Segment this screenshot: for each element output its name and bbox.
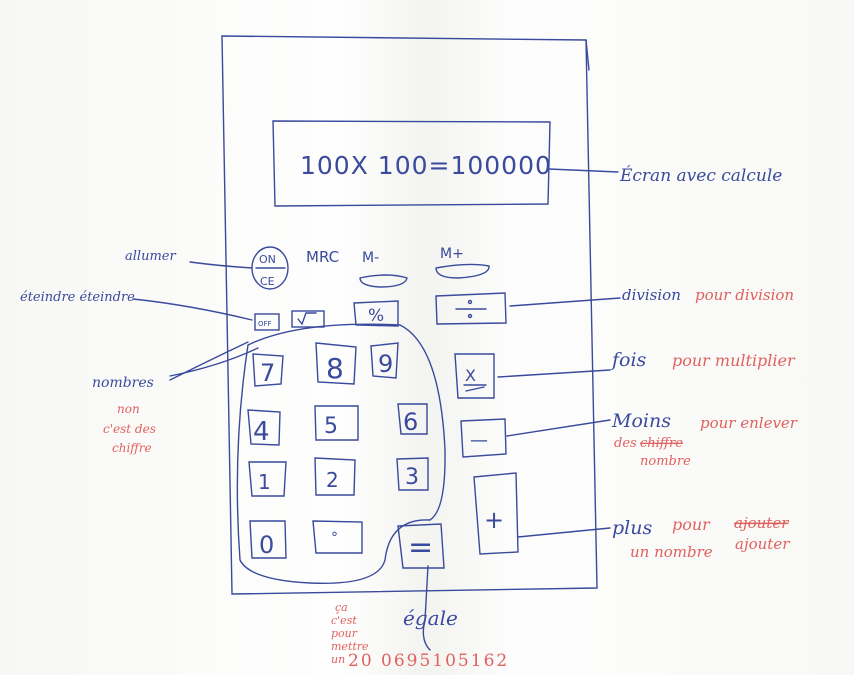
eteindre-annotation: éteindre éteindre [20, 290, 135, 305]
moins-correction-nombre: nombre [640, 454, 691, 469]
division-correction: pour division [695, 286, 794, 304]
minus-key[interactable] [460, 418, 507, 458]
equals-label: = [408, 530, 433, 565]
plus-correction-nombre: un nombre [630, 543, 713, 561]
plus-leader-line [517, 527, 611, 538]
allumer-annotation: allumer [125, 249, 176, 264]
key-1[interactable] [248, 461, 287, 497]
display-screen [272, 120, 551, 207]
digit-6-label: 6 [403, 408, 418, 436]
eteindre-leader-line [132, 298, 253, 321]
digit-4-label: 4 [253, 417, 270, 447]
nombres-correction-line-1: non [117, 402, 140, 416]
percent-label: % [368, 306, 384, 326]
calculator-body [221, 35, 598, 595]
off-key[interactable] [254, 313, 280, 331]
egale-correction-line-3: pour [331, 627, 358, 640]
key-6[interactable] [397, 403, 428, 435]
mrc-label: MRC [306, 248, 339, 266]
plus-correction-ajouter: ajouter [735, 535, 790, 553]
fois-leader-line [497, 369, 611, 378]
percent-key[interactable] [353, 300, 399, 327]
moins-correction-strike: chiffre [640, 436, 683, 451]
allumer-leader-line [189, 261, 253, 269]
minus-label: — [470, 430, 488, 451]
moins-annotation: Moins [611, 410, 671, 432]
m-plus-label: M+ [440, 246, 464, 262]
key-4[interactable] [247, 409, 281, 446]
fois-annotation: fois [610, 349, 647, 371]
digit-2-label: 2 [326, 468, 339, 492]
numbers-group-outline [236, 323, 446, 585]
digit-decimal-label: ° [331, 530, 338, 546]
division-annotation: division [622, 286, 681, 304]
fois-correction: pour multiplier [672, 351, 796, 370]
digit-8-label: 8 [326, 352, 344, 385]
key-2[interactable] [314, 457, 356, 496]
nombres-annotation: nombres [92, 375, 154, 391]
egale-correction-line-4: mettre [331, 640, 369, 653]
egale-annotation: égale [403, 606, 458, 630]
egale-correction-line-2: c'est [331, 614, 357, 627]
moins-correction-des: des [614, 436, 637, 451]
key-5[interactable] [314, 405, 359, 441]
m-plus-key[interactable] [435, 263, 490, 279]
egale-correction-line-5: un [331, 653, 345, 666]
multiply-label: X [465, 366, 476, 385]
key-8[interactable] [315, 342, 357, 385]
plus-correction: pour [672, 515, 711, 534]
plus-label: + [484, 506, 504, 534]
key-0[interactable] [249, 520, 287, 559]
on-label: ON [259, 253, 276, 266]
digit-7-label: 7 [260, 359, 275, 387]
key-equals[interactable] [397, 523, 445, 569]
moins-leader-line [506, 419, 611, 437]
nombres-correction-line-2: c'est des [103, 422, 156, 436]
nombres-leader-line [169, 347, 259, 377]
plus-correction-strike: ajouter [734, 514, 789, 532]
digit-9-label: 9 [378, 350, 393, 378]
digit-1-label: 1 [258, 470, 271, 494]
key-3[interactable] [396, 457, 429, 491]
moins-correction: pour enlever [700, 414, 798, 432]
digit-0-label: 0 [259, 531, 274, 559]
egale-correction-line-1: ça [335, 601, 348, 614]
multiply-key[interactable] [454, 353, 495, 399]
off-label: OFF [258, 320, 272, 328]
sqrt-key[interactable] [291, 310, 325, 328]
display-text: 100X 100=100000 [300, 151, 552, 180]
plus-key[interactable] [473, 472, 519, 555]
nombres-correction-line-3: chiffre [112, 441, 152, 455]
key-decimal[interactable] [312, 520, 363, 554]
egale-leader-line [422, 565, 431, 651]
bottom-number: 20 0695105162 [348, 651, 509, 671]
m-minus-label: M- [362, 250, 379, 266]
divide-key[interactable] [435, 292, 507, 325]
digit-5-label: 5 [324, 414, 338, 439]
division-leader-line [509, 297, 621, 307]
screen-annotation: Écran avec calcule [619, 165, 782, 186]
plus-annotation: plus [612, 517, 652, 539]
ce-label: CE [260, 275, 275, 288]
key-9[interactable] [370, 342, 399, 379]
key-7[interactable] [252, 353, 284, 387]
m-minus-key[interactable] [359, 274, 408, 288]
digit-3-label: 3 [405, 465, 419, 490]
screen-leader-line [548, 168, 619, 173]
